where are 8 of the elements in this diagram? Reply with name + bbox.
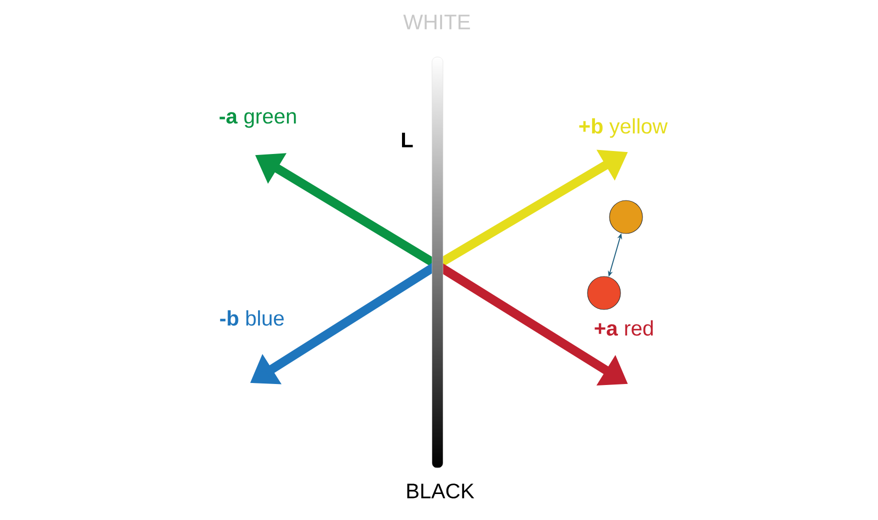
axis-label: -b blue bbox=[220, 310, 284, 326]
axis-label: BLACK bbox=[407, 484, 474, 498]
color-dot bbox=[609, 200, 643, 234]
color-dot bbox=[587, 276, 621, 310]
axis-label: +a red bbox=[594, 320, 653, 336]
axis-label: +b yellow bbox=[579, 118, 668, 138]
axis-label: -a green bbox=[220, 112, 296, 128]
axis-label: L bbox=[402, 132, 413, 148]
